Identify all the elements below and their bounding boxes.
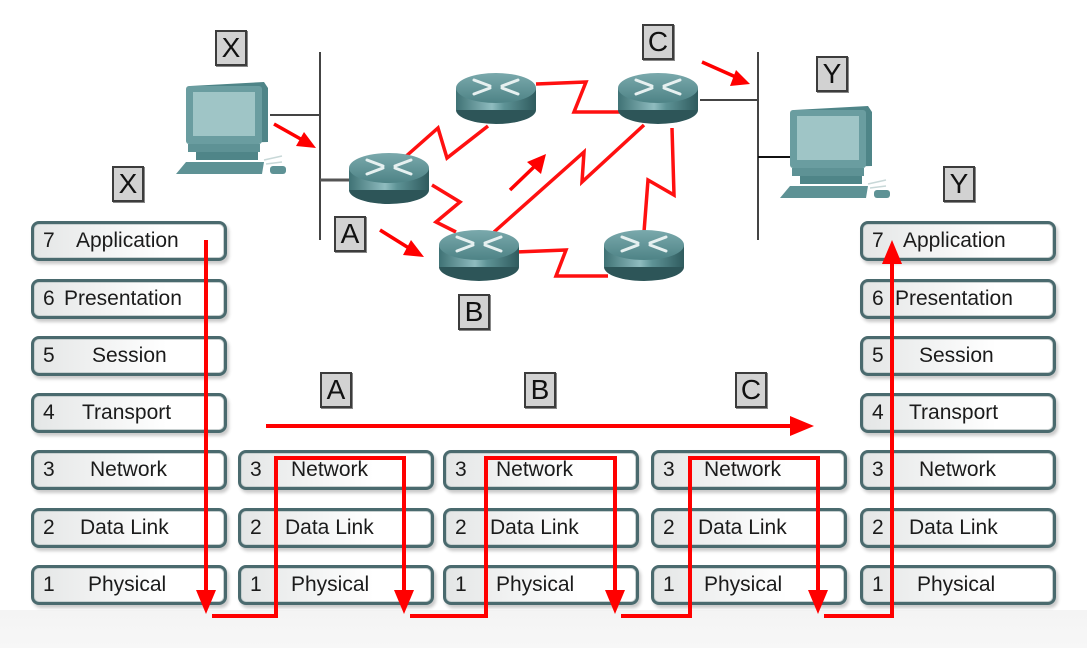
serial-link-a-top bbox=[402, 124, 490, 161]
arrow-b-to-c bbox=[527, 154, 546, 174]
router-a-tag: A bbox=[334, 216, 366, 252]
layer-network: 3 Network bbox=[31, 450, 227, 490]
layer-number: 1 bbox=[43, 573, 55, 596]
arrow-down-b bbox=[605, 590, 625, 614]
layer-name: Physical bbox=[496, 573, 575, 596]
layer-name: Data Link bbox=[285, 516, 374, 539]
layer-number: 2 bbox=[43, 516, 55, 539]
layer-number: 1 bbox=[455, 573, 467, 596]
layer-name: Data Link bbox=[490, 516, 579, 539]
layer-number: 1 bbox=[872, 573, 884, 596]
host-y-tag: Y bbox=[816, 56, 848, 92]
layer-number: 2 bbox=[663, 516, 675, 539]
layer-name: Network bbox=[704, 458, 782, 481]
layer-name: Session bbox=[92, 344, 167, 367]
layer-name: Network bbox=[291, 458, 369, 481]
stack-x-tag: X bbox=[112, 166, 144, 202]
layer-number: 6 bbox=[872, 287, 884, 310]
layer-number: 7 bbox=[872, 229, 884, 252]
layer-number: 7 bbox=[43, 229, 55, 252]
layer-name: Data Link bbox=[909, 516, 998, 539]
layer-application: 7 Application bbox=[860, 221, 1056, 261]
layer-name: Network bbox=[496, 458, 574, 481]
layer-number: 6 bbox=[43, 287, 55, 310]
layer-number: 1 bbox=[250, 573, 262, 596]
layer-name: Data Link bbox=[80, 516, 169, 539]
layer-session: 5 Session bbox=[31, 336, 227, 376]
router-b-tag: B bbox=[458, 294, 490, 330]
layer-number: 1 bbox=[663, 573, 675, 596]
layer-data-link: 2 Data Link bbox=[238, 508, 434, 548]
stack-a-tag: A bbox=[320, 372, 352, 408]
layer-number: 3 bbox=[250, 458, 262, 481]
layer-name: Presentation bbox=[64, 287, 182, 310]
layer-number: 2 bbox=[872, 516, 884, 539]
layer-name: Presentation bbox=[895, 287, 1013, 310]
layer-name: Physical bbox=[704, 573, 783, 596]
serial-link-a-b bbox=[431, 183, 464, 234]
arrow-up-y bbox=[882, 240, 902, 264]
arrow-a-to-b bbox=[403, 240, 424, 257]
serial-link-c-d bbox=[642, 127, 676, 233]
layer-number: 3 bbox=[663, 458, 675, 481]
layer-data-link: 2 Data Link bbox=[651, 508, 847, 548]
arrow-down-c bbox=[808, 590, 828, 614]
flow-through-b bbox=[410, 456, 617, 618]
flow-through-a bbox=[212, 456, 406, 618]
layer-name: Physical bbox=[291, 573, 370, 596]
arrow-down-a bbox=[394, 590, 414, 614]
layer-name: Application bbox=[76, 229, 179, 252]
layer-name: Network bbox=[90, 458, 168, 481]
serial-link-top-c bbox=[535, 80, 620, 114]
serial-link-b-d bbox=[515, 248, 608, 278]
layer-number: 3 bbox=[43, 458, 55, 481]
layer-number: 4 bbox=[872, 401, 884, 424]
layer-number: 2 bbox=[250, 516, 262, 539]
host-x-tag: X bbox=[215, 30, 247, 66]
layer-number: 3 bbox=[455, 458, 467, 481]
arrow-x-to-lan bbox=[296, 132, 316, 148]
flow-up-y bbox=[824, 262, 894, 618]
stack-c-tag: C bbox=[735, 372, 767, 408]
layer-application: 7 Application bbox=[31, 221, 227, 261]
stack-b-tag: B bbox=[524, 372, 556, 408]
layer-transport: 4 Transport bbox=[31, 393, 227, 433]
serial-link-b-c bbox=[492, 123, 646, 234]
layer-name: Data Link bbox=[698, 516, 787, 539]
layer-physical: 1 Physical bbox=[860, 565, 1056, 605]
layer-data-link: 2 Data Link bbox=[31, 508, 227, 548]
layer-name: Session bbox=[919, 344, 994, 367]
layer-number: 5 bbox=[872, 344, 884, 367]
router-c-tag: C bbox=[642, 24, 674, 60]
arrow-c-to-lan bbox=[730, 70, 750, 86]
layer-number: 5 bbox=[43, 344, 55, 367]
layer-physical: 1 Physical bbox=[443, 565, 639, 605]
layer-physical: 1 Physical bbox=[31, 565, 227, 605]
hop-direction-arrowhead bbox=[790, 416, 814, 436]
layer-name: Network bbox=[919, 458, 997, 481]
layer-number: 2 bbox=[455, 516, 467, 539]
stack-y-tag: Y bbox=[943, 166, 975, 202]
layer-name: Transport bbox=[82, 401, 172, 424]
flow-through-c bbox=[621, 456, 820, 618]
layer-name: Physical bbox=[88, 573, 167, 596]
layer-number: 4 bbox=[43, 401, 55, 424]
arrow-down-x bbox=[196, 590, 216, 614]
bottom-background-strip bbox=[0, 610, 1087, 648]
layer-number: 3 bbox=[872, 458, 884, 481]
layer-name: Transport bbox=[909, 401, 999, 424]
layer-presentation: 6 Presentation bbox=[31, 279, 227, 319]
layer-name: Application bbox=[903, 229, 1006, 252]
layer-presentation: 6 Presentation bbox=[860, 279, 1056, 319]
layer-data-link: 2 Data Link bbox=[443, 508, 639, 548]
layer-name: Physical bbox=[917, 573, 996, 596]
